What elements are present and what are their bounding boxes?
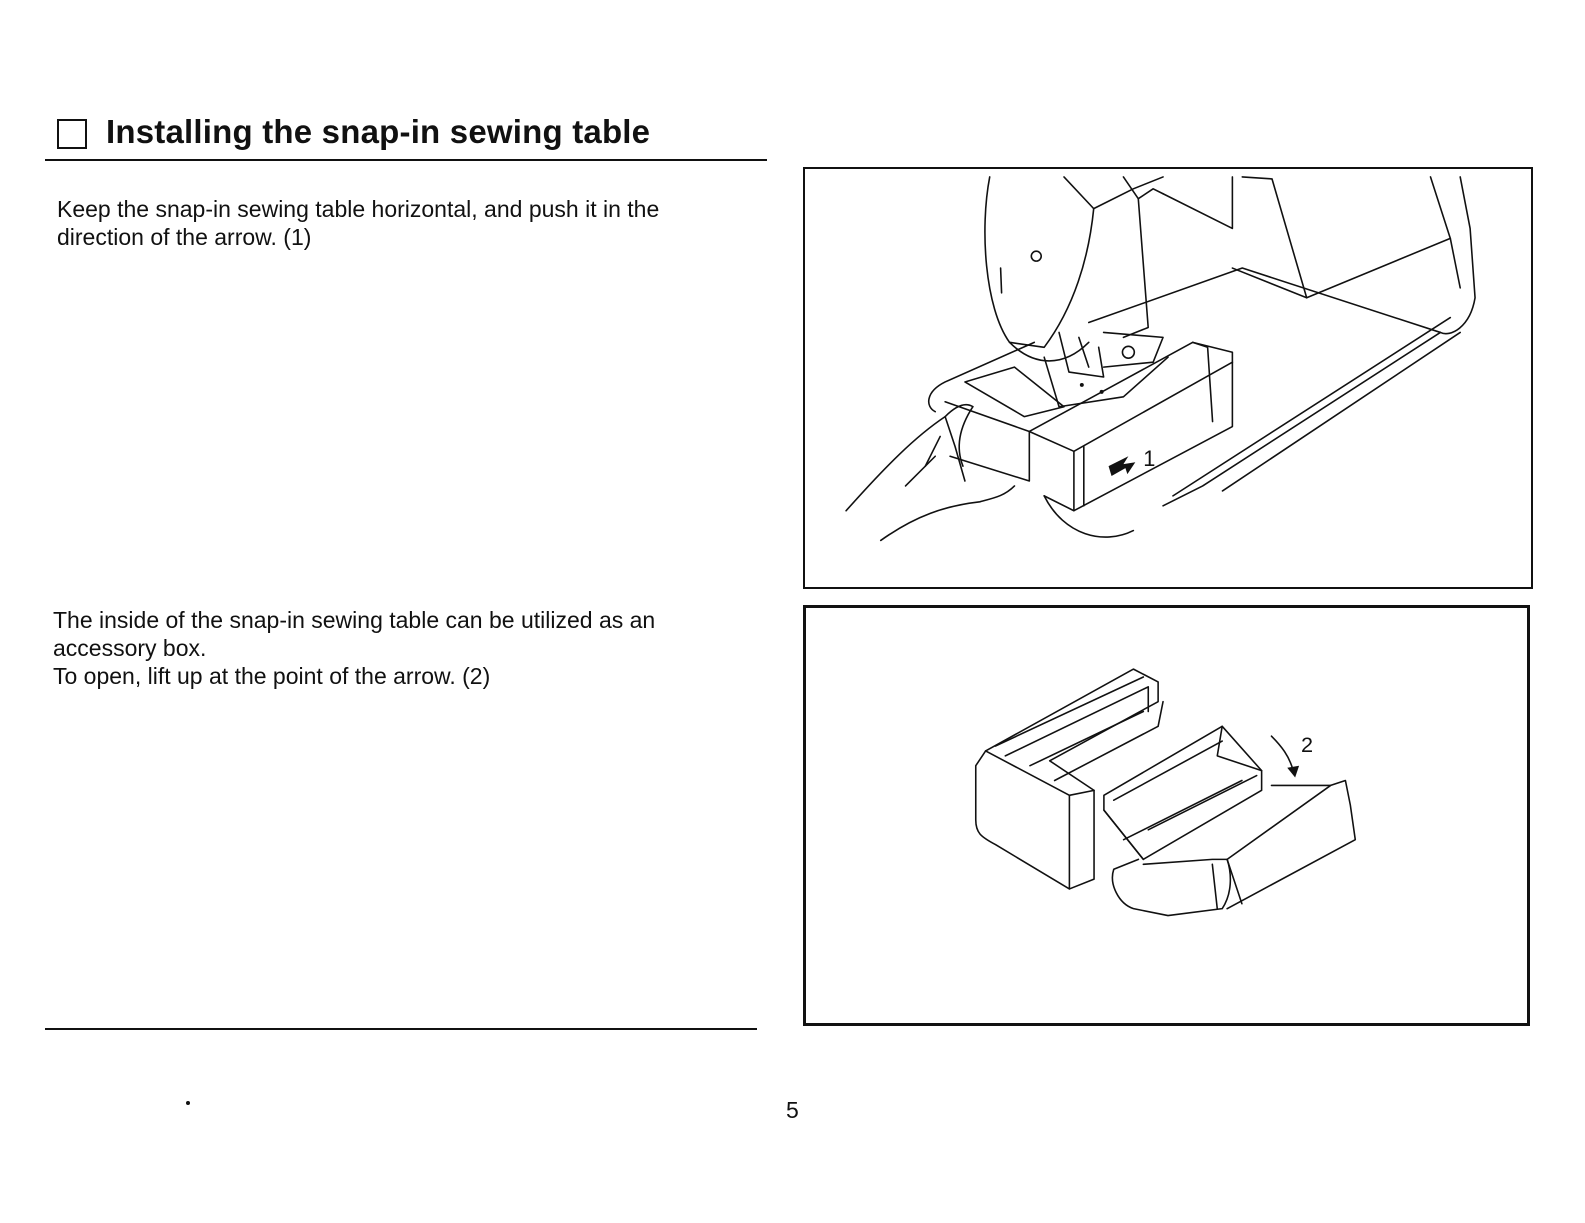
section-checkbox-icon <box>57 119 87 149</box>
paragraph-install-line: Keep the snap-in sewing table horizontal… <box>57 195 659 223</box>
paragraph-accessory-line: The inside of the snap-in sewing table c… <box>53 606 655 634</box>
paragraph-install-line: direction of the arrow. (1) <box>57 223 659 251</box>
figure2-label: 2 <box>1301 732 1313 757</box>
paragraph-install: Keep the snap-in sewing table horizontal… <box>57 195 659 251</box>
figure1-label: 1 <box>1143 446 1155 471</box>
figure-install-table: 1 <box>803 167 1533 589</box>
figure-accessory-box: 2 <box>803 605 1530 1026</box>
accessory-box-illustration: 2 <box>806 608 1527 1023</box>
paragraph-accessory-box: The inside of the snap-in sewing table c… <box>53 606 655 690</box>
sewing-machine-illustration: 1 <box>805 169 1531 587</box>
section-title: Installing the snap-in sewing table <box>106 113 650 151</box>
paragraph-accessory-line: To open, lift up at the point of the arr… <box>53 662 655 690</box>
bottom-rule <box>45 1028 757 1030</box>
scan-speck <box>186 1101 190 1105</box>
page-number: 5 <box>786 1097 799 1124</box>
paragraph-accessory-line: accessory box. <box>53 634 655 662</box>
title-underline <box>45 159 767 161</box>
